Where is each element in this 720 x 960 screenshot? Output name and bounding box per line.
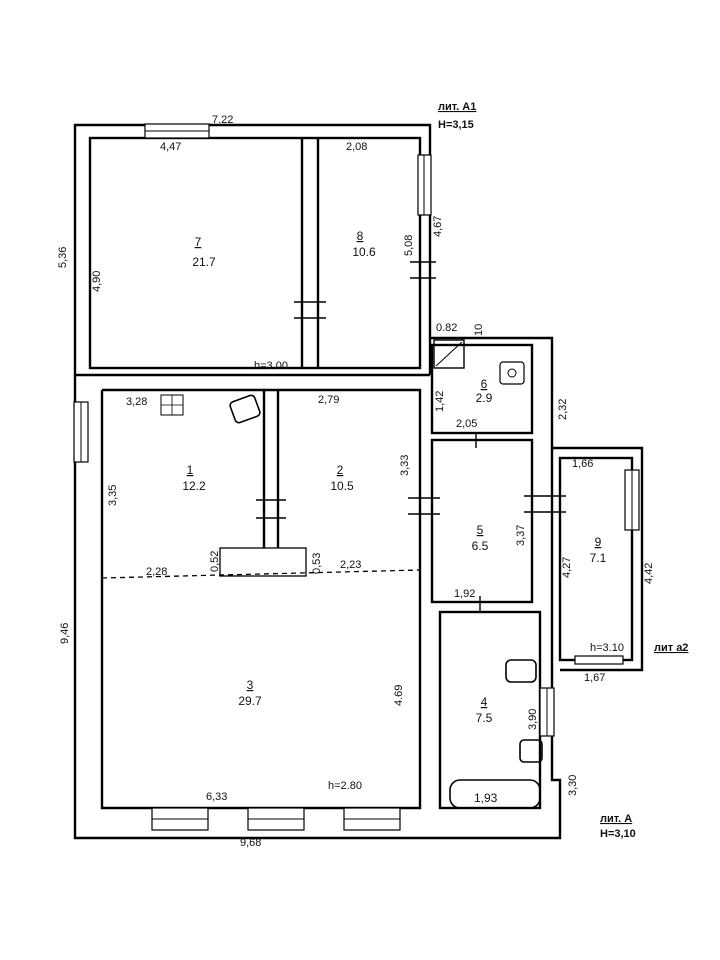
dim-label: 1,93: [474, 791, 498, 805]
wall-room-6: [430, 343, 534, 435]
partition-line: [101, 569, 421, 579]
wall-a1-inner: [88, 136, 422, 370]
dim-label: 0.82: [436, 322, 457, 334]
dim-label: 1,66: [572, 458, 593, 470]
label-lit-a2: лит а2: [654, 642, 688, 654]
dim-label: 10: [473, 324, 485, 336]
room-1-area: 12.2: [182, 479, 206, 493]
dim-label: 4,27: [561, 557, 573, 578]
wall-rooms-123: [100, 388, 422, 810]
room-7-number: 7: [195, 235, 202, 249]
dim-label: 3,28: [126, 396, 147, 408]
dim-label: 2,32: [557, 399, 569, 420]
doors: [256, 261, 566, 612]
bathtub-icon: [449, 779, 541, 809]
label-height-a1: Н=3,15: [438, 119, 474, 131]
dim-label: 1,42: [434, 391, 446, 412]
dim-label: 4,67: [432, 216, 444, 237]
dim-label: 1,92: [454, 588, 475, 600]
wall-a1-outer: [73, 123, 432, 375]
room-5-area: 6.5: [472, 539, 489, 553]
dim-label: 2,28: [146, 566, 167, 578]
toilet-icon: [505, 659, 537, 683]
wall-a-outer: [73, 336, 562, 840]
room-1-number: 1: [187, 463, 194, 477]
dimensions: 7.22 4,47 2,08 0.82 3,28 2,79 2,05 1,66 …: [57, 114, 655, 849]
room-4-area: 7.5: [476, 711, 493, 725]
room-9-area: 7.1: [590, 551, 607, 565]
room-7-area: 21.7: [192, 255, 216, 269]
dim-label: 3,37: [515, 525, 527, 546]
room-8-area: 10.6: [352, 245, 376, 259]
dim-label: 6,33: [206, 791, 227, 803]
dim-label: 2,05: [456, 418, 477, 430]
dim-label: 3,33: [399, 455, 411, 476]
dim-label: 3,30: [567, 775, 579, 796]
dim-label: 7.22: [212, 114, 233, 126]
wall-room-4: [438, 610, 542, 810]
room-3-area: 29.7: [238, 694, 262, 708]
fixtures: [160, 339, 543, 809]
dim-label: 4,90: [91, 271, 103, 292]
room-6-number: 6: [481, 377, 488, 391]
stove-icon: [229, 394, 261, 424]
room-6-area: 2.9: [476, 391, 493, 405]
room-labels: 7 21.7 8 10.6 6 2.9 1 12.2 2 10.5 5 6.5 …: [182, 229, 606, 725]
dim-label: 4.69: [393, 685, 405, 706]
dim-label: 0,52: [209, 551, 221, 572]
dim-label: 0,53: [311, 553, 323, 574]
label-lit-a: лит. А: [600, 813, 632, 825]
stove: [219, 547, 307, 577]
vent-icon: [433, 339, 465, 369]
dim-label: 3,90: [527, 709, 539, 730]
dim-label: 9,46: [59, 623, 71, 644]
dim-label: 2,23: [340, 559, 361, 571]
room-4-number: 4: [481, 695, 488, 709]
height-room-3: h=2.80: [328, 780, 362, 792]
wall-a2-outer: [552, 446, 644, 672]
room-5-number: 5: [477, 523, 484, 537]
window: [574, 655, 624, 665]
room-9-number: 9: [595, 535, 602, 549]
washbasin-icon: [519, 739, 543, 763]
room-3-number: 3: [247, 678, 254, 692]
room-2-number: 2: [337, 463, 344, 477]
dim-label: 5,36: [57, 247, 69, 268]
windows: [73, 123, 640, 831]
room-2-area: 10.5: [330, 479, 354, 493]
room-8-number: 8: [357, 229, 364, 243]
dim-label: 5,08: [403, 235, 415, 256]
height-room-9: h=3.10: [590, 642, 624, 654]
label-height-a: Н=3,10: [600, 828, 636, 840]
dim-label: 2,79: [318, 394, 339, 406]
height-room-7: h=3.00: [254, 360, 288, 372]
dim-label: 9,68: [240, 837, 261, 849]
dim-label: 2,08: [346, 141, 367, 153]
dim-label: 1,67: [584, 672, 605, 684]
dim-label: 3,35: [107, 485, 119, 506]
dim-label: 4,47: [160, 141, 181, 153]
sink-icon: [499, 361, 525, 385]
wall-room-5: [430, 438, 534, 604]
label-lit-a1: лит. А1: [438, 101, 476, 113]
dim-label: 4,42: [643, 563, 655, 584]
